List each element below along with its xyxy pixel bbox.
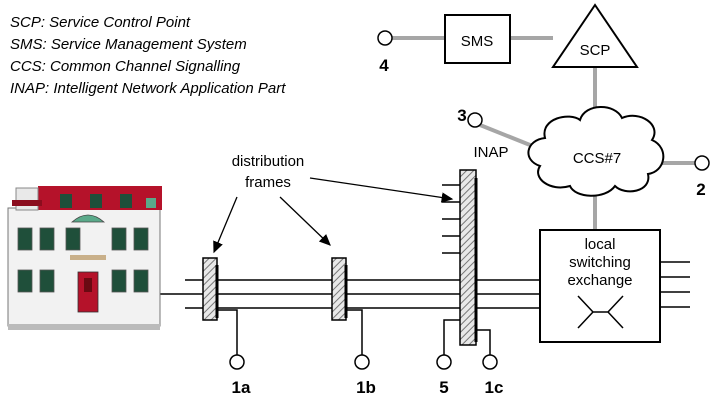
ccs7-cloud [527, 106, 665, 197]
legend-ccs: CCS: Common Channel Signalling [10, 58, 241, 75]
distribution-frame-1a [202, 257, 218, 321]
sms-label: SMS [461, 33, 494, 50]
point-1c-label: 1c [485, 378, 504, 397]
frame-1c-stubs [442, 184, 462, 254]
point-1a-label: 1a [232, 378, 251, 397]
point-5-label: 5 [439, 378, 448, 397]
point-1b-circle [354, 354, 370, 370]
link-3-ccs [479, 123, 536, 149]
scp-triangle [551, 3, 639, 68]
legend-inap: INAP: Intelligent Network Application Pa… [10, 80, 286, 97]
drop-wires [217, 309, 491, 355]
point-3-label: 3 [457, 106, 466, 125]
distribution-frame-1c [459, 169, 477, 346]
ccs7-label: CCS#7 [573, 150, 621, 167]
point-5-circle [436, 354, 452, 370]
distribution-frames-label-line1: distribution [232, 153, 305, 170]
house-icon [7, 186, 162, 330]
point-1b-label: 1b [356, 378, 376, 397]
point-2-circle [694, 155, 710, 171]
exchange-box [539, 229, 661, 343]
sms-box [444, 14, 511, 64]
legend-scp: SCP: Service Control Point [10, 14, 191, 31]
point-4-circle [377, 30, 393, 46]
distribution-frames-label-line2: frames [245, 174, 291, 191]
scp-label: SCP [580, 42, 611, 59]
distribution-frame-1b [331, 257, 347, 321]
exchange-label-line1: local [585, 236, 616, 253]
point-1c-circle [482, 354, 498, 370]
exchange-label-line2: switching [569, 254, 631, 271]
legend-sms: SMS: Service Management System [10, 36, 247, 53]
point-2-label: 2 [696, 180, 705, 199]
switch-cross-icon [577, 295, 624, 329]
point-1a-circle [229, 354, 245, 370]
inap-label: INAP [473, 144, 508, 161]
legend: SCP: Service Control Point SMS: Service … [10, 12, 285, 100]
exchange-outgoing-lines [660, 261, 690, 308]
annotation-arrows [213, 177, 454, 254]
point-3-circle [467, 112, 483, 128]
exchange-label-line3: exchange [567, 272, 632, 289]
point-4-label: 4 [379, 56, 389, 75]
